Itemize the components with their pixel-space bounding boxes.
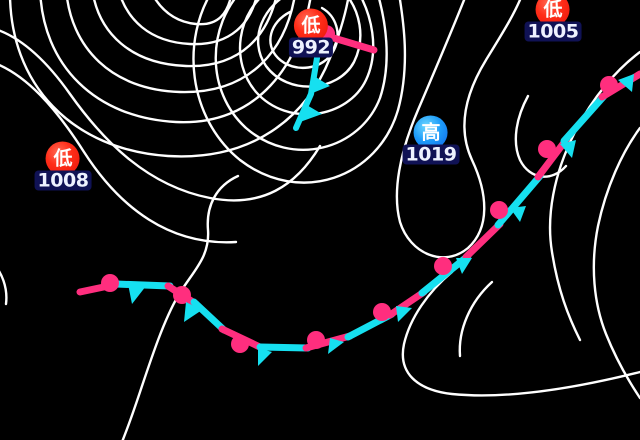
isobar-line [514,94,568,178]
isobar-line [0,63,238,244]
pressure-value: 1008 [34,170,92,191]
isobar-line [269,6,339,70]
cold-front-barbs [128,74,634,366]
isobar-line [458,280,494,358]
high-symbol: 高 [413,115,448,150]
isobar-line [154,0,232,26]
warm-front-bumps [101,76,618,353]
low-symbol: 低 [293,8,328,43]
isobar-line [214,0,388,151]
isobar-line [395,0,522,259]
pressure-value: 1019 [402,144,460,165]
pressure-system-high-1019[interactable]: 高 1019 [402,115,460,165]
pressure-system-low-1008[interactable]: 低 1008 [34,141,92,191]
cold-front-992 [293,55,330,131]
isobar-line [66,0,296,94]
isobar-line [0,270,8,306]
isobar-line [256,0,362,88]
isobar-line [0,29,322,202]
pressure-system-low-992[interactable]: 低 992 [288,8,334,58]
pressure-value: 992 [288,37,334,58]
occluded-front-main [76,70,640,366]
pressure-system-low-1005[interactable]: 低 1005 [524,0,582,42]
isobar-line [592,126,640,400]
isobar-line [192,0,407,184]
isobar-line [401,270,640,397]
low-symbol: 低 [45,141,80,176]
pressure-value: 1005 [524,21,582,42]
isobar-line [93,0,277,68]
